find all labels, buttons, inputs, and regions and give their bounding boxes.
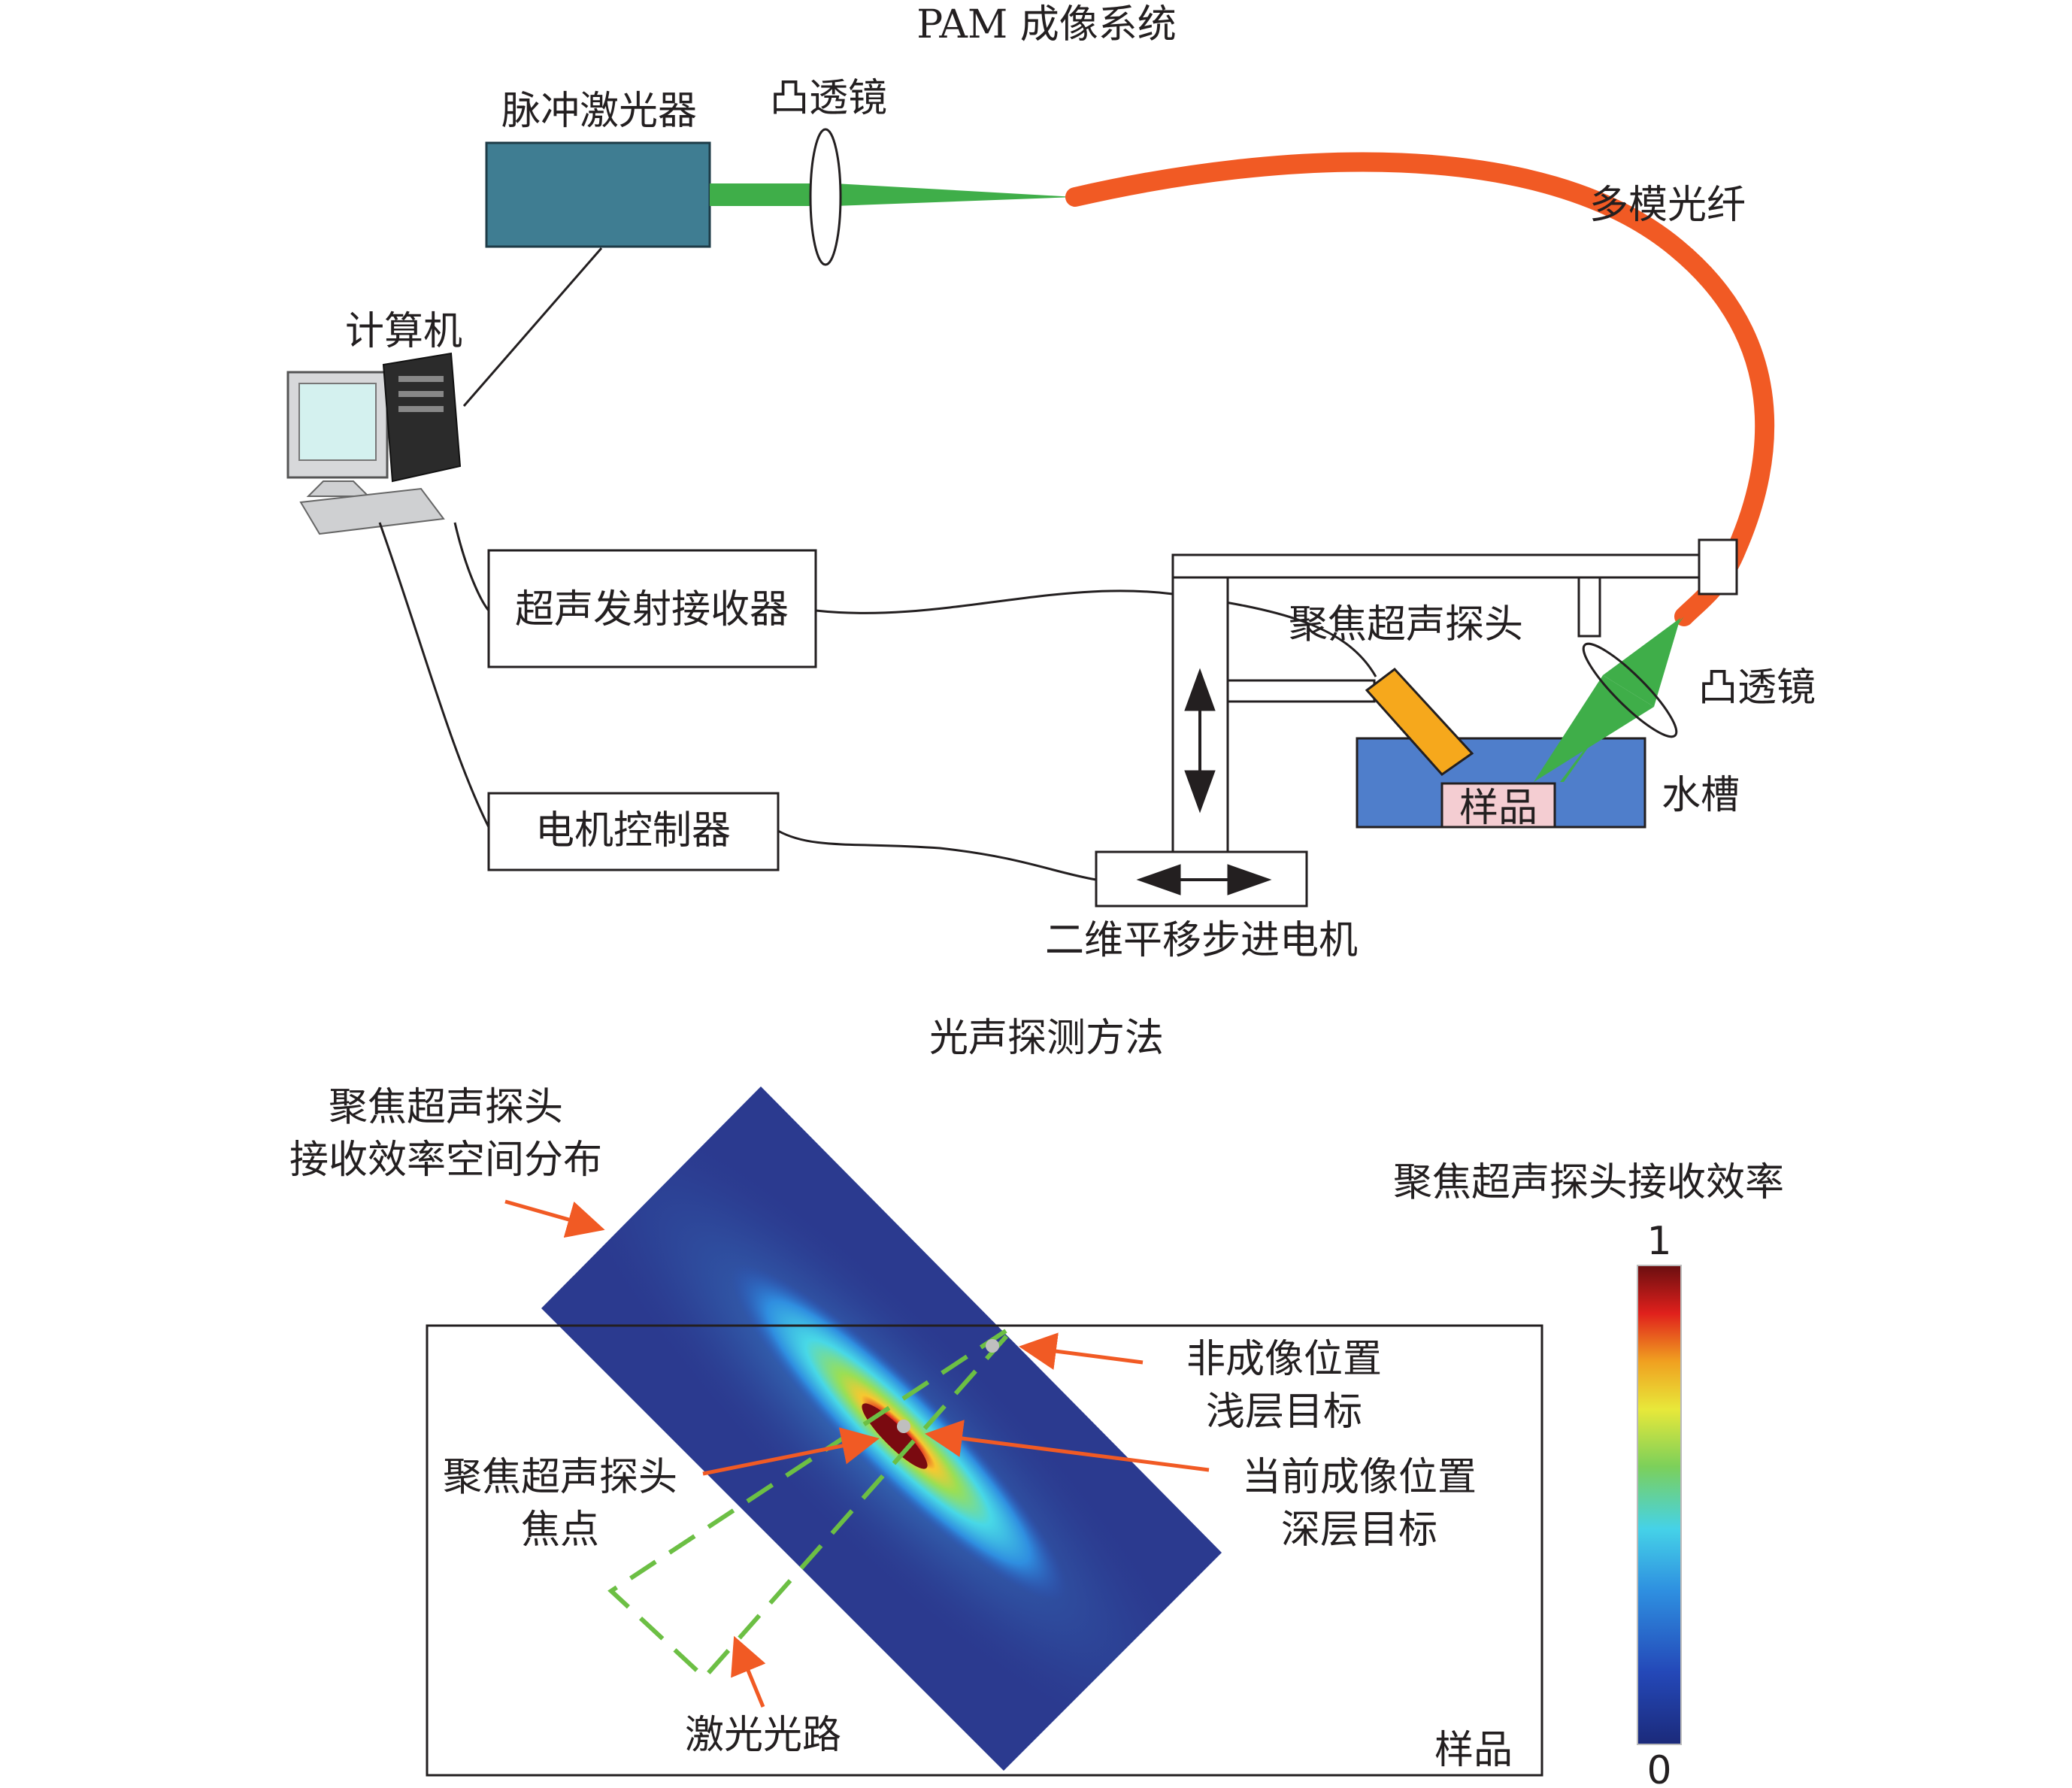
laser-cone-right bbox=[1603, 618, 1680, 707]
water-tank-label: 水槽 bbox=[1662, 773, 1740, 818]
focus-label-2: 焦点 bbox=[521, 1508, 599, 1553]
cable-computer-laser bbox=[462, 247, 603, 407]
colorbar-min: 0 bbox=[1646, 1748, 1671, 1788]
stepper-motor-label: 二维平移步进电机 bbox=[1045, 918, 1358, 963]
shallow-target-dot bbox=[986, 1339, 999, 1353]
focused-probe-label: 聚焦超声探头 bbox=[1289, 602, 1523, 647]
focus-label-1: 聚焦超声探头 bbox=[443, 1455, 677, 1500]
sample-region bbox=[426, 1324, 1543, 1777]
colorbar-title: 聚焦超声探头接收效率 bbox=[1393, 1160, 1784, 1205]
colorbar-max: 1 bbox=[1646, 1219, 1671, 1264]
laser-beam-collimated bbox=[710, 183, 815, 206]
computer-label: 计算机 bbox=[345, 309, 462, 354]
horizontal-move-arrow bbox=[1136, 864, 1272, 896]
cable-transceiver-probe bbox=[815, 589, 1377, 677]
motor-controller-box bbox=[487, 792, 780, 871]
probe-distribution-arrow bbox=[504, 1199, 605, 1238]
receive-efficiency-heatmap bbox=[541, 1086, 1222, 1771]
cable-computer-transceiver bbox=[453, 522, 490, 611]
focus-arrow bbox=[702, 1427, 880, 1476]
computer-icon bbox=[286, 352, 462, 535]
non-imaging-label-2: 浅层目标 bbox=[1206, 1389, 1362, 1435]
convex-lens-top-label: 凸透镜 bbox=[770, 76, 887, 121]
probe-distribution-label-1: 聚焦超声探头 bbox=[329, 1085, 563, 1130]
convex-lens-right-label: 凸透镜 bbox=[1698, 665, 1816, 711]
colorbar bbox=[1637, 1265, 1682, 1745]
laser-path-label: 激光光路 bbox=[685, 1713, 841, 1758]
motor-controller-label: 电机控制器 bbox=[535, 808, 731, 853]
cable-controller-motor bbox=[777, 829, 1097, 881]
multimode-fiber-label: 多模光纤 bbox=[1589, 183, 1746, 228]
sample-box bbox=[1440, 782, 1556, 829]
focused-probe bbox=[1365, 667, 1474, 776]
multimode-fiber bbox=[1065, 152, 1775, 626]
scanning-frame bbox=[1171, 538, 1738, 853]
current-imaging-arrow bbox=[925, 1420, 1210, 1472]
current-imaging-label-1: 当前成像位置 bbox=[1242, 1455, 1477, 1500]
non-imaging-label-1: 非成像位置 bbox=[1186, 1337, 1382, 1382]
laser-beam-focused bbox=[835, 183, 1075, 206]
pulsed-laser-box bbox=[485, 141, 711, 248]
ultrasound-transceiver-box bbox=[487, 549, 817, 668]
sample-label: 样品 bbox=[1459, 786, 1537, 831]
vertical-move-arrow bbox=[1184, 668, 1216, 814]
top-title: PAM 成像系统 bbox=[916, 2, 1177, 47]
non-imaging-arrow bbox=[1019, 1332, 1144, 1370]
convex-lens-top bbox=[809, 128, 842, 266]
probe-distribution-label-2: 接收效率空间分布 bbox=[289, 1138, 602, 1183]
bottom-title: 光声探测方法 bbox=[929, 1016, 1164, 1061]
laser-path-arrow bbox=[731, 1635, 766, 1708]
cable-computer-controller bbox=[378, 522, 490, 828]
deep-target-dot bbox=[897, 1420, 910, 1433]
laser-path-dashed bbox=[607, 1329, 1013, 1681]
laser-cone-right-lower bbox=[1534, 675, 1654, 782]
current-imaging-label-2: 深层目标 bbox=[1281, 1508, 1437, 1553]
ultrasound-transceiver-label: 超声发射接收器 bbox=[515, 587, 789, 632]
pulsed-laser-label: 脉冲激光器 bbox=[501, 89, 697, 134]
sample-region-label: 样品 bbox=[1434, 1728, 1513, 1773]
convex-lens-right bbox=[1582, 642, 1678, 738]
